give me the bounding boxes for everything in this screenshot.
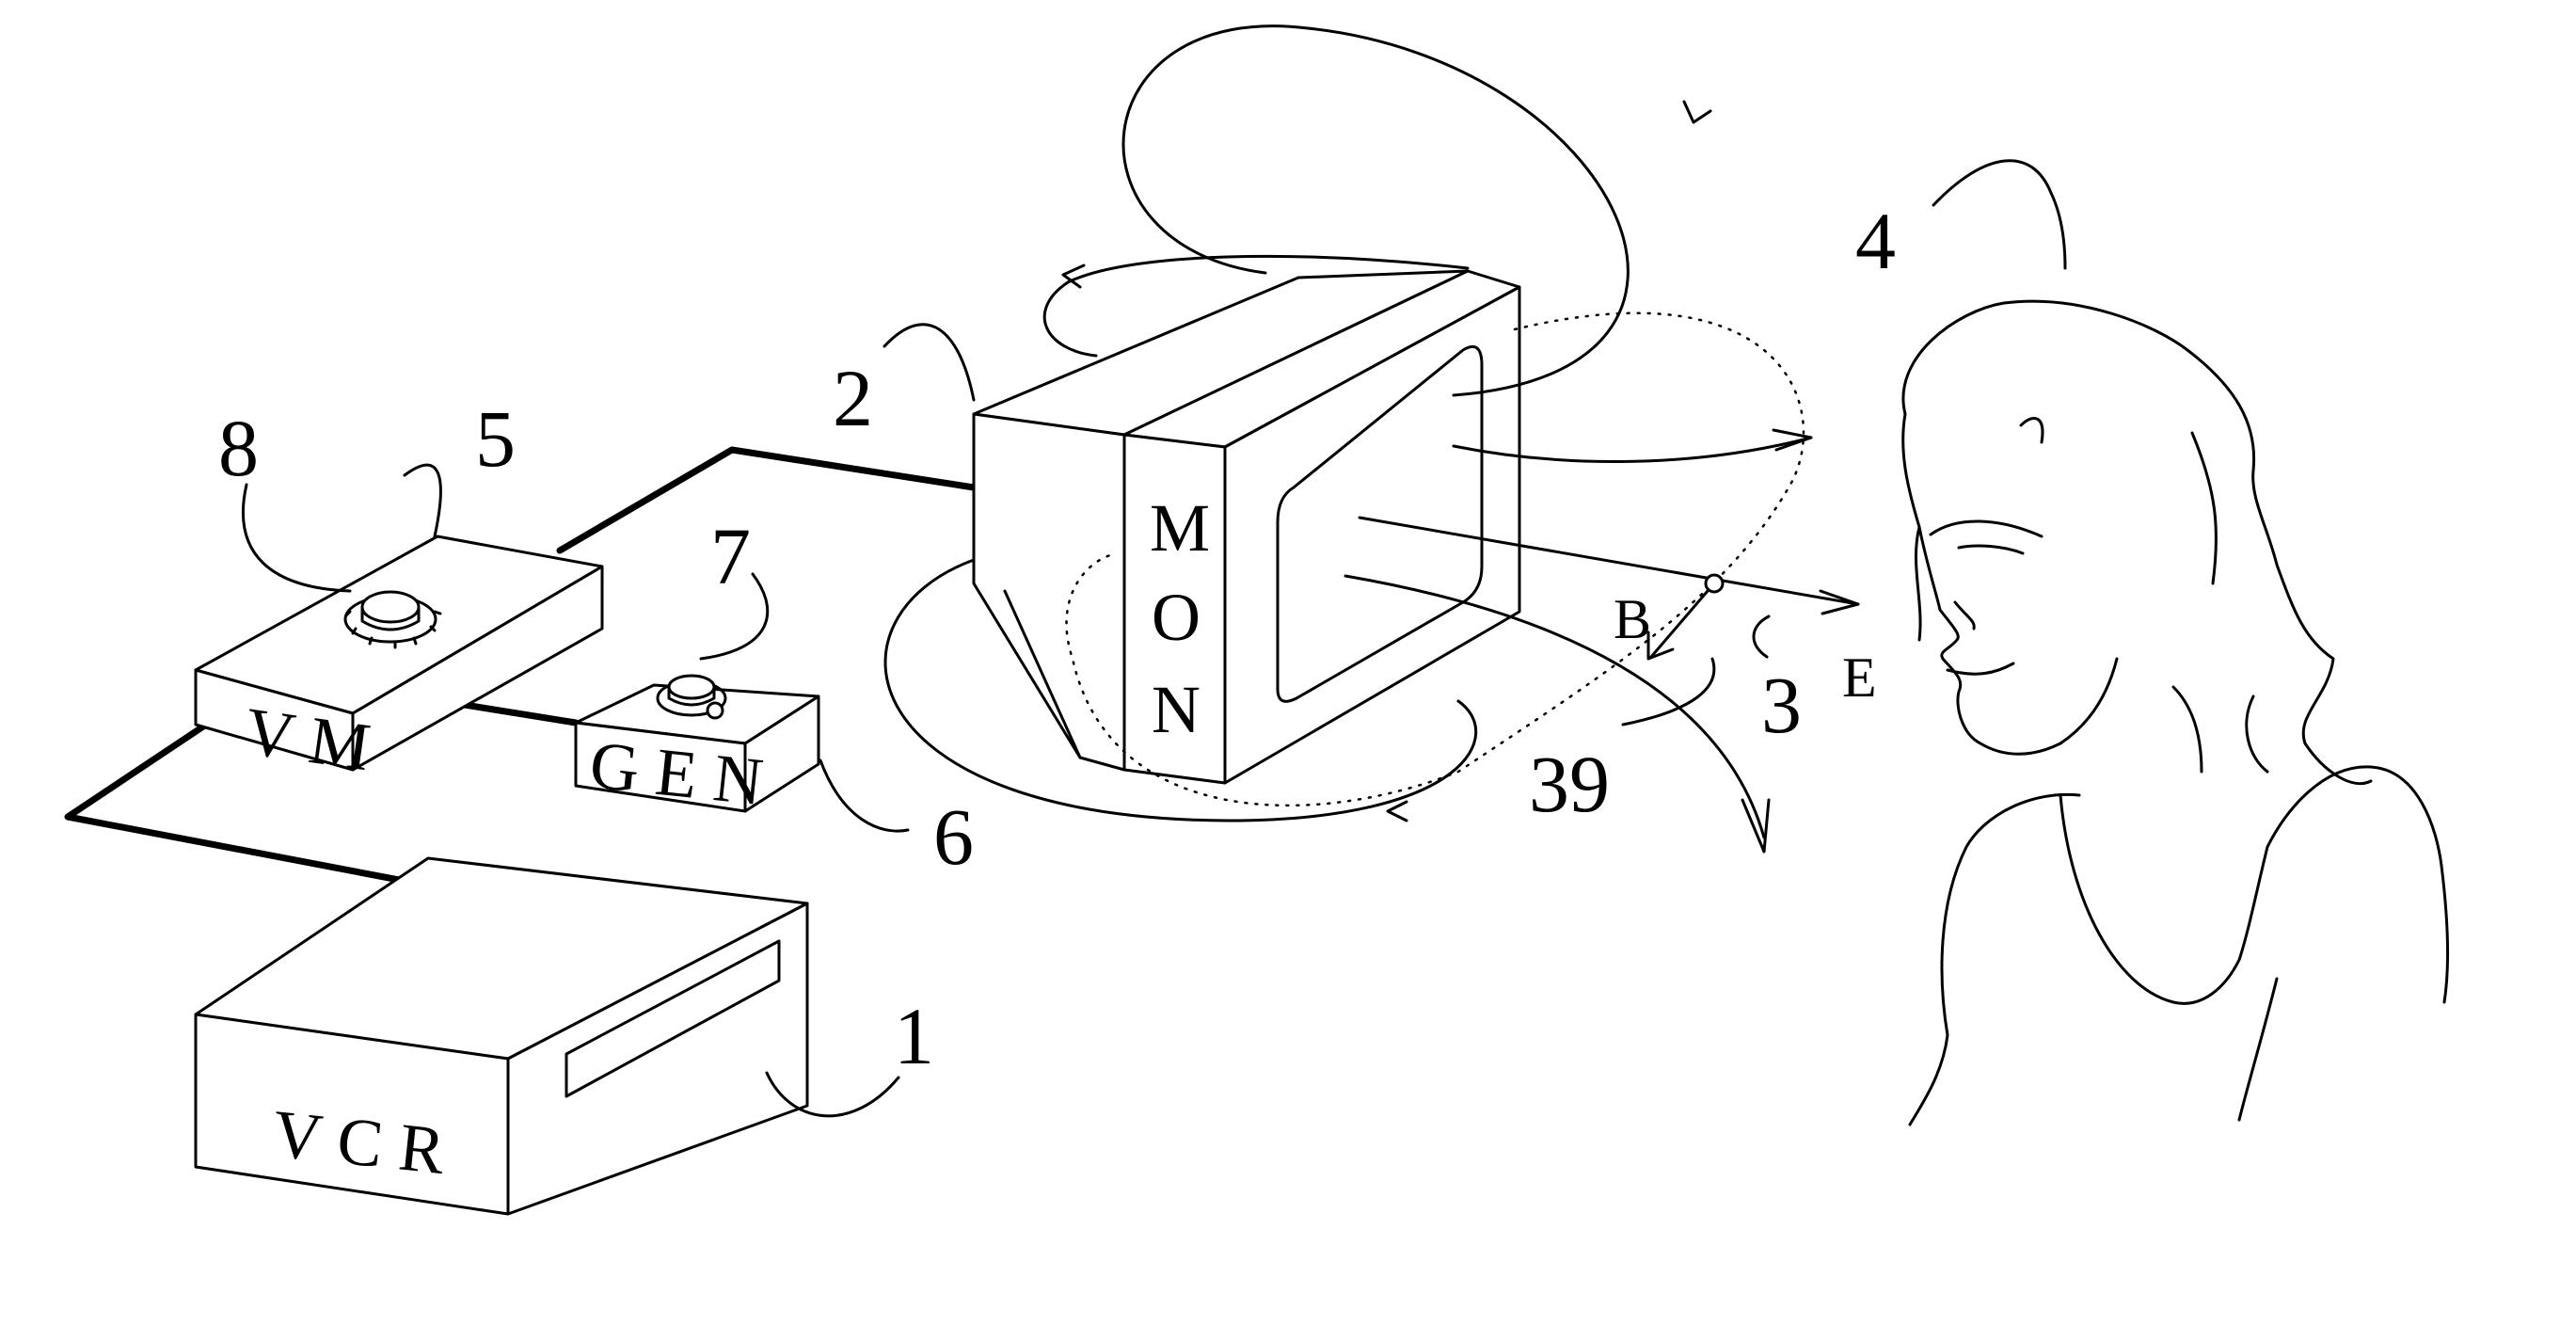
vm-front bbox=[194, 668, 355, 772]
vm-knob-icon bbox=[343, 590, 442, 649]
monitor-back-edge bbox=[1003, 589, 1082, 759]
person-nose bbox=[1953, 600, 1976, 631]
field-loop-top-arrow-icon bbox=[1682, 100, 1712, 124]
numeral-1: 1 bbox=[894, 991, 934, 1081]
field-lines: B E bbox=[883, 24, 1877, 854]
vcr-cassette-slot bbox=[564, 939, 781, 1098]
gen-unit: G E N bbox=[574, 674, 820, 820]
numeral-6: 6 bbox=[933, 791, 974, 882]
field-loop-back bbox=[1042, 254, 1470, 358]
numeral-2: 2 bbox=[833, 353, 873, 443]
leader-6 bbox=[819, 758, 910, 833]
emission-arrow-2-icon bbox=[1819, 589, 1860, 615]
person-eye bbox=[1957, 544, 2025, 555]
person-mouth bbox=[1946, 662, 2015, 676]
person-hair-strand-3 bbox=[2245, 694, 2269, 774]
person-eyebrow bbox=[1929, 519, 2043, 538]
emission-arrow-3-icon bbox=[1741, 798, 1771, 854]
numeral-39: 39 bbox=[1529, 739, 1610, 829]
e-field-label: E bbox=[1842, 647, 1877, 709]
monitor-back-front bbox=[972, 412, 1126, 772]
person-hair-strand-4 bbox=[2171, 685, 2203, 774]
field-loop-bottom-arrow-icon bbox=[1386, 800, 1408, 822]
gen-front bbox=[574, 721, 747, 813]
numeral-8: 8 bbox=[218, 403, 259, 493]
monitor-unit: M O N bbox=[972, 269, 1521, 785]
person-hair-strand-2 bbox=[2190, 431, 2218, 585]
leader-3 bbox=[1752, 615, 1771, 659]
emission-arrow-1-icon bbox=[1772, 428, 1813, 452]
leader-7 bbox=[699, 572, 770, 661]
numeral-7: 7 bbox=[710, 511, 751, 601]
monitor-label-n: N bbox=[1152, 672, 1201, 747]
leader-4 bbox=[1932, 159, 2067, 270]
leader-5 bbox=[403, 463, 442, 538]
person-face-profile bbox=[1917, 525, 2062, 756]
person-hair-strand-1 bbox=[2019, 417, 2044, 444]
vm-label: V M bbox=[241, 694, 375, 786]
emission-line-1 bbox=[1452, 436, 1813, 463]
emission-line-2 bbox=[1358, 516, 1860, 606]
gen-knob-icon bbox=[656, 674, 727, 720]
numeral-3: 3 bbox=[1761, 660, 1802, 750]
leader-39 bbox=[1621, 657, 1716, 726]
person-hair-left bbox=[1901, 412, 1922, 642]
leader-8 bbox=[241, 483, 352, 593]
cable-vm-to-monitor bbox=[556, 446, 978, 554]
leader-2 bbox=[883, 323, 976, 402]
person-hair-outline bbox=[1901, 299, 2373, 786]
vcr-label: V C R bbox=[269, 1095, 448, 1189]
leader-1 bbox=[765, 1071, 900, 1118]
viewer-person bbox=[1901, 299, 2449, 1126]
numeral-4: 4 bbox=[1855, 196, 1896, 286]
emission-line-3 bbox=[1344, 574, 1766, 839]
b-vector-arrow-icon bbox=[1646, 631, 1675, 661]
monitor-label-m: M bbox=[1150, 490, 1210, 566]
gen-label: G E N bbox=[586, 726, 766, 820]
person-shoulder-left bbox=[1908, 792, 2081, 1126]
cable-vcr-to-vm bbox=[64, 719, 418, 886]
field-loop-back-arrow-icon bbox=[1061, 263, 1086, 289]
vcr-front bbox=[194, 1013, 510, 1216]
person-jaw bbox=[2059, 657, 2119, 745]
vm-unit: V M bbox=[194, 535, 604, 786]
monitor-label-o: O bbox=[1152, 580, 1201, 655]
person-shoulder-right bbox=[2266, 765, 2449, 1004]
numeral-5: 5 bbox=[475, 393, 516, 484]
reference-numerals: 1 2 3 4 5 6 7 8 39 bbox=[218, 159, 2067, 1118]
field-loop-top bbox=[1121, 24, 1630, 397]
field-point bbox=[1704, 573, 1725, 594]
b-field-label: B bbox=[1614, 588, 1651, 650]
person-neckline bbox=[2059, 793, 2269, 1005]
person-arm-right bbox=[2237, 977, 2279, 1122]
b-vector bbox=[1649, 589, 1709, 659]
vcr-unit: V C R bbox=[194, 856, 809, 1216]
field-loop-bottom bbox=[883, 558, 1478, 822]
